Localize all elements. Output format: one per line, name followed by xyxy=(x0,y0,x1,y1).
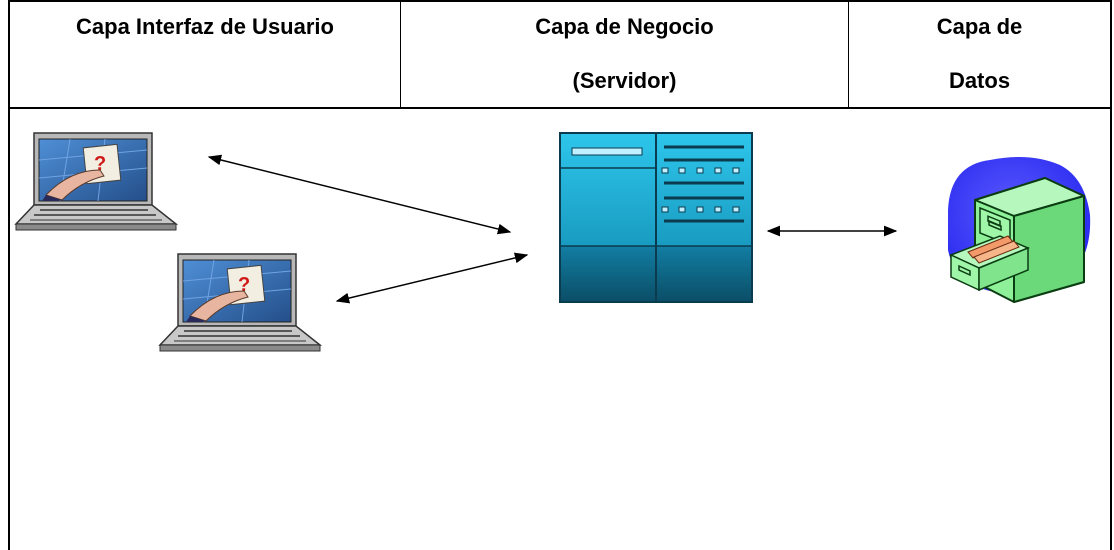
svg-text:?: ? xyxy=(94,153,106,175)
svg-text:?: ? xyxy=(238,274,250,296)
server-icon xyxy=(559,132,753,303)
header-data-layer-line2: Datos xyxy=(948,68,1011,93)
header-business-layer: Capa de Negocio (Servidor) xyxy=(401,0,848,107)
arrow-laptop2-server xyxy=(335,252,529,304)
laptop-icon: ? xyxy=(14,132,179,231)
header-business-layer-line1: Capa de Negocio xyxy=(535,14,714,39)
client-laptop-1: ? xyxy=(14,132,179,231)
header-data-layer: Capa de Datos xyxy=(849,0,1110,107)
arrow-laptop1-server xyxy=(207,154,512,235)
header-ui-layer-label: Capa Interfaz de Usuario xyxy=(76,14,334,39)
header-data-layer-line1: Capa de xyxy=(936,14,1023,39)
header-divider xyxy=(8,107,1112,109)
client-laptop-2: ? xyxy=(158,253,323,352)
header-ui-layer: Capa Interfaz de Usuario xyxy=(10,0,400,107)
column-divider-2 xyxy=(848,0,849,109)
file-cabinet-icon xyxy=(948,156,1091,303)
diagram-frame xyxy=(8,0,1112,550)
column-divider-1 xyxy=(400,0,401,109)
header-business-layer-line2: (Servidor) xyxy=(572,68,677,93)
laptop-icon: ? xyxy=(158,253,323,352)
